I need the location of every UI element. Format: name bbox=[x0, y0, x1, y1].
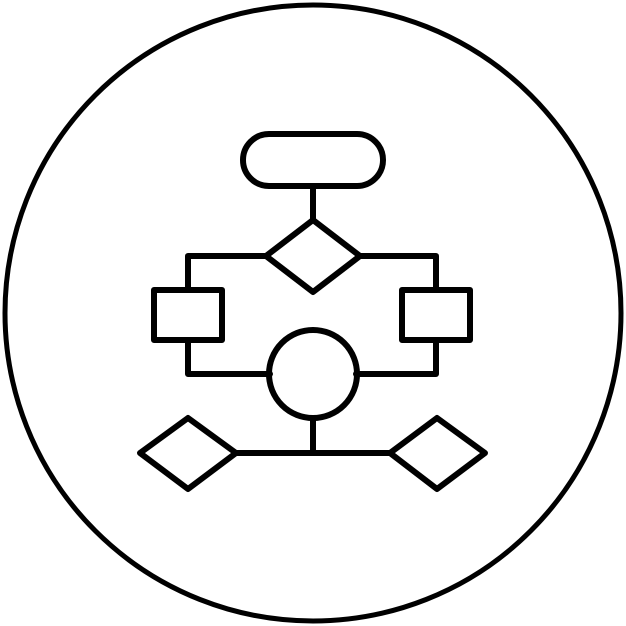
terminator-shape bbox=[240, 131, 386, 189]
connector-line bbox=[353, 337, 439, 377]
connector-circle-shape bbox=[266, 327, 360, 421]
decision-diamond-right-shape bbox=[387, 415, 488, 492]
connector-line bbox=[185, 337, 273, 377]
connector-line bbox=[357, 253, 439, 293]
decision-diamond-left-shape bbox=[137, 415, 239, 492]
connector-line bbox=[185, 253, 269, 293]
decision-diamond-shape bbox=[263, 217, 363, 295]
process-box-right bbox=[399, 287, 473, 343]
process-box-left bbox=[151, 287, 225, 343]
